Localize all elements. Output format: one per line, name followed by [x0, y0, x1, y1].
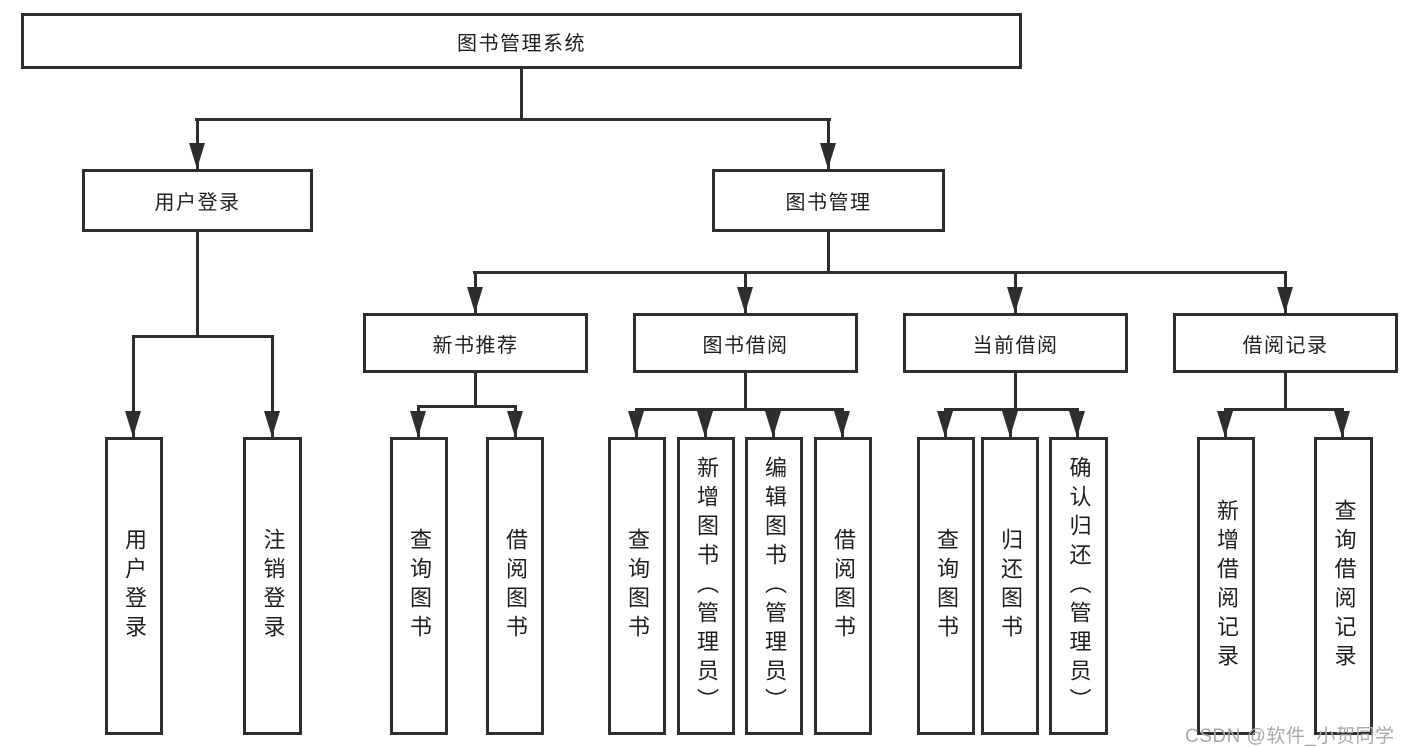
node-current-borrowing: 当前借阅	[903, 313, 1128, 373]
arrow-down-icon	[1334, 411, 1350, 437]
leaf-records-query-borrow-record: 查询借阅记录	[1314, 437, 1373, 735]
arrow-down-icon	[507, 411, 523, 437]
connector-line	[196, 232, 199, 335]
arrow-down-icon	[125, 411, 141, 437]
arrow-down-icon	[1007, 287, 1023, 313]
arrow-down-icon	[628, 411, 644, 437]
arrow-down-icon	[410, 411, 426, 437]
connector-line	[1224, 408, 1344, 411]
arrow-down-icon	[1217, 411, 1233, 437]
arrow-down-icon	[765, 411, 781, 437]
node-label: 查询借阅记录	[1331, 499, 1357, 673]
node-label: 当前借阅	[972, 334, 1059, 357]
leaf-borrow-query-books: 查询图书	[608, 437, 666, 735]
leaf-current-return-books: 归还图书	[981, 437, 1039, 735]
node-book-borrowing: 图书借阅	[633, 313, 858, 373]
leaf-newrec-borrow-books: 借阅图书	[486, 437, 544, 735]
connector-line	[417, 405, 517, 408]
arrow-down-icon	[1069, 411, 1085, 437]
connector-line	[473, 271, 1287, 274]
connector-line	[132, 335, 135, 437]
connector-line	[827, 232, 830, 271]
node-new-book-recommendation: 新书推荐	[363, 313, 588, 373]
leaf-current-confirm-return-admin: 确认归还（管理员）	[1049, 437, 1108, 735]
leaf-borrow-edit-books-admin: 编辑图书（管理员）	[745, 437, 803, 735]
node-label: 用户登录	[122, 528, 147, 644]
connector-line	[635, 408, 844, 411]
connector-line	[744, 373, 747, 408]
arrow-down-icon	[937, 411, 953, 437]
leaf-borrow-borrow-books: 借阅图书	[814, 437, 872, 735]
leaf-records-add-borrow-record: 新增借阅记录	[1197, 437, 1255, 735]
arrow-down-icon	[834, 411, 850, 437]
node-borrowing-records: 借阅记录	[1173, 313, 1398, 373]
node-book-management: 图书管理	[712, 169, 945, 232]
arrow-down-icon	[189, 143, 205, 169]
node-label: 新增图书（管理员）	[694, 455, 719, 717]
node-label: 新书推荐	[432, 334, 519, 357]
arrow-down-icon	[820, 143, 836, 169]
node-user-login: 用户登录	[82, 169, 313, 232]
arrow-down-icon	[1002, 411, 1018, 437]
node-label: 借阅图书	[831, 528, 856, 644]
arrow-down-icon	[1277, 287, 1293, 313]
leaf-user-login: 用户登录	[105, 437, 163, 735]
arrow-down-icon	[697, 411, 713, 437]
arrow-down-icon	[467, 287, 483, 313]
node-label: 图书管理系统	[457, 32, 586, 55]
node-label: 新增借阅记录	[1214, 499, 1239, 673]
node-label: 注销登录	[260, 528, 286, 644]
connector-line	[520, 69, 523, 118]
node-label: 借阅图书	[503, 528, 528, 644]
node-label: 查询图书	[934, 528, 959, 644]
node-label: 归还图书	[998, 528, 1023, 644]
connector-line	[195, 118, 831, 121]
node-label: 确认归还（管理员）	[1066, 455, 1092, 717]
leaf-borrow-add-books-admin: 新增图书（管理员）	[677, 437, 735, 735]
arrow-down-icon	[737, 287, 753, 313]
leaf-logout: 注销登录	[243, 437, 302, 735]
connector-line	[474, 373, 477, 405]
node-label: 查询图书	[625, 528, 650, 644]
node-label: 借阅记录	[1242, 334, 1329, 357]
node-label: 编辑图书（管理员）	[762, 455, 787, 717]
connector-line	[1284, 373, 1287, 408]
node-label: 图书管理	[785, 192, 872, 214]
node-label: 查询图书	[407, 528, 432, 644]
leaf-newrec-query-books: 查询图书	[390, 437, 448, 735]
connector-line	[271, 335, 274, 437]
node-root: 图书管理系统	[21, 13, 1022, 69]
node-label: 图书借阅	[702, 334, 789, 357]
arrow-down-icon	[264, 411, 280, 437]
connector-line	[132, 335, 274, 338]
csdn-watermark: CSDN @软件_小贺同学	[1185, 726, 1395, 747]
leaf-current-query-books: 查询图书	[917, 437, 975, 735]
connector-line	[1014, 373, 1017, 408]
node-label: 用户登录	[154, 192, 241, 214]
